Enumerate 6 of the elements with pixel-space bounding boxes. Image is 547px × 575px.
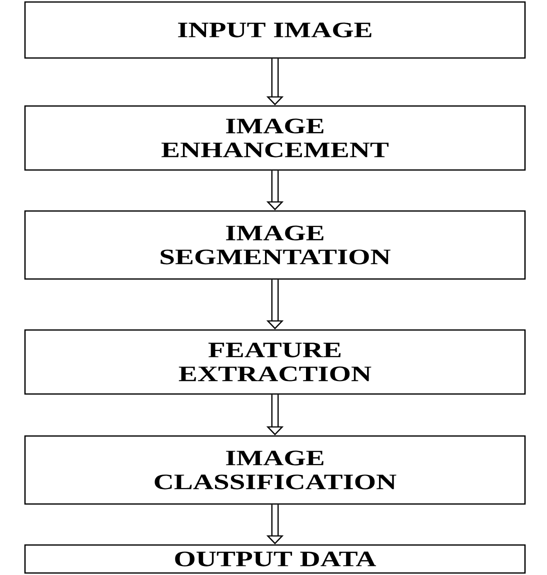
- process-box: INPUT IMAGE: [24, 1, 526, 59]
- process-box: IMAGE CLASSIFICATION: [24, 435, 526, 505]
- process-box: OUTPUT DATA: [24, 544, 526, 574]
- process-box: FEATURE EXTRACTION: [24, 329, 526, 395]
- process-box: IMAGE ENHANCEMENT: [24, 105, 526, 171]
- process-box: IMAGE SEGMENTATION: [24, 210, 526, 280]
